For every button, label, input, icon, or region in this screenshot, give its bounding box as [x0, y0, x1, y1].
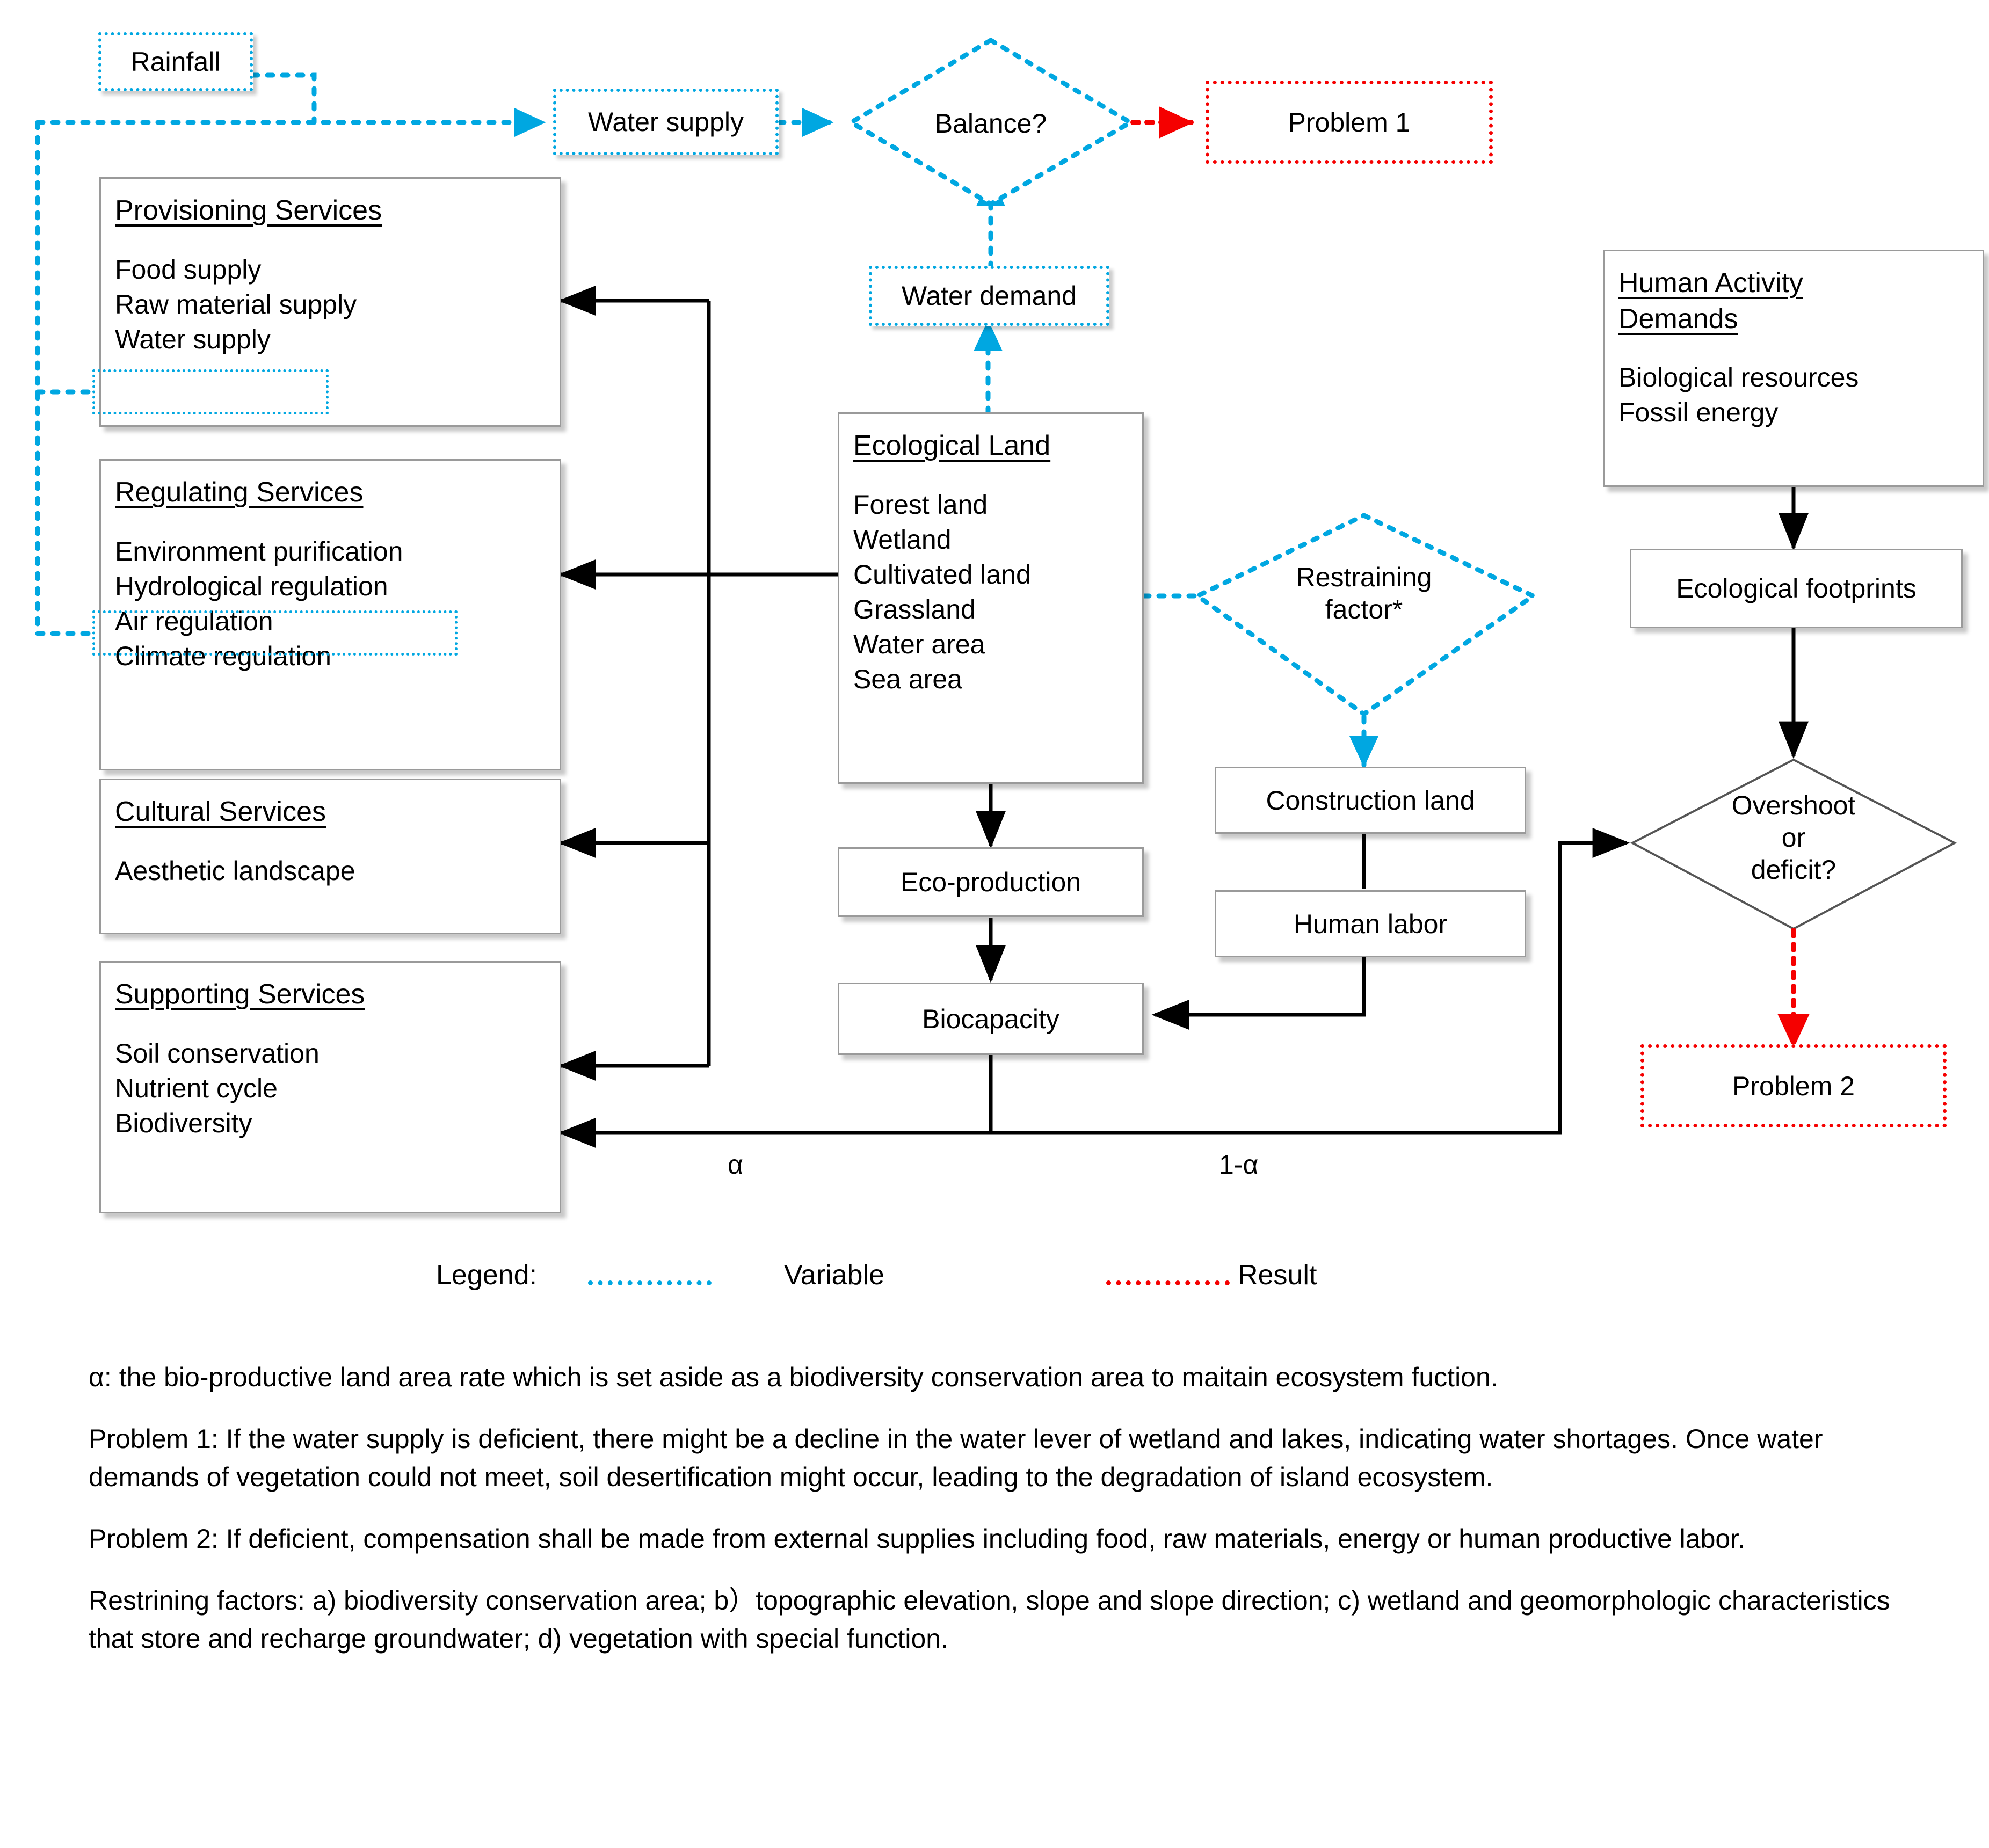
list-item: Biological resources	[1618, 362, 1859, 393]
node-water-supply-flow[interactable]: Water supply	[553, 89, 779, 155]
group-ecological-land-title: Ecological Land	[853, 430, 1051, 461]
node-construction-land-label: Construction land	[1266, 785, 1475, 816]
group-supporting-services[interactable]: Supporting Services Soil conservation Nu…	[99, 961, 561, 1213]
wire-rainfall-down	[250, 72, 317, 125]
list-item: Soil conservation	[115, 1038, 320, 1068]
node-problem-1-label: Problem 1	[1288, 107, 1411, 137]
group-regulating-services[interactable]: Regulating Services Environment purifica…	[99, 459, 561, 770]
list-item: Climate regulation	[115, 641, 331, 671]
legend-entry-result: Result	[1238, 1260, 1317, 1291]
group-human-activity-title: Human Activity Demands	[1618, 265, 1803, 337]
group-regulating-title: Regulating Services	[115, 477, 364, 508]
node-balance-label: Balance?	[934, 108, 1047, 139]
group-provisioning-list: Food supply Raw material supply Water su…	[115, 252, 560, 357]
node-problem-2-label: Problem 2	[1732, 1071, 1855, 1101]
list-item: Fossil energy	[1618, 397, 1779, 428]
node-ecological-footprints[interactable]: Ecological footprints	[1630, 549, 1963, 628]
edge-label-alpha: α	[728, 1149, 743, 1180]
node-water-demand-label: Water demand	[901, 281, 1077, 311]
node-rainfall[interactable]: Rainfall	[98, 32, 253, 91]
node-eco-production[interactable]: Eco-production	[838, 847, 1144, 917]
note-problem-2: Problem 2: If deficient, compensation sh…	[89, 1524, 1745, 1554]
group-human-activity-demands[interactable]: Human Activity Demands Biological resour…	[1603, 250, 1984, 487]
group-supporting-title: Supporting Services	[115, 979, 365, 1010]
group-cultural-title: Cultural Services	[115, 796, 326, 827]
group-human-activity-title-line1: Human Activity	[1618, 267, 1803, 299]
list-item: Food supply	[115, 254, 262, 285]
group-regulating-list: Environment purification Hydrological re…	[115, 534, 560, 674]
list-item: Sea area	[853, 664, 962, 694]
legend-swatch-variable	[588, 1280, 712, 1285]
list-item: Biodiversity	[115, 1108, 252, 1138]
list-item-highlighted: Hydrological regulation	[115, 571, 388, 601]
node-biocapacity-label: Biocapacity	[922, 1003, 1059, 1034]
wire-alpha-to-supporting	[558, 1055, 993, 1148]
note-problem-1: Problem 1: If the water supply is defici…	[89, 1424, 1823, 1492]
node-water-supply-flow-label: Water supply	[588, 107, 744, 137]
node-restraining-factor-label: Restraining factor*	[1296, 562, 1432, 624]
list-item: Cultivated land	[853, 559, 1031, 590]
note-restraining-factors: Restrining factors: a) biodiversity cons…	[89, 1585, 1890, 1654]
list-item: Aesthetic landscape	[115, 855, 355, 886]
group-human-activity-list: Biological resources Fossil energy	[1618, 360, 1983, 430]
group-cultural-services[interactable]: Cultural Services Aesthetic landscape	[99, 779, 561, 934]
group-provisioning-title: Provisioning Services	[115, 195, 382, 226]
group-cultural-list: Aesthetic landscape	[115, 854, 560, 889]
group-provisioning-services[interactable]: Provisioning Services Food supply Raw ma…	[99, 177, 561, 427]
list-item: Nutrient cycle	[115, 1073, 278, 1103]
legend-label: Legend:	[436, 1260, 537, 1291]
list-item: Water area	[853, 629, 985, 659]
legend-swatch-result	[1106, 1280, 1230, 1285]
list-item: Wetland	[853, 524, 952, 555]
wire-humanlabor-to-biocapacity	[1151, 957, 1366, 1030]
note-alpha: α: the bio-productive land area rate whi…	[89, 1362, 1498, 1392]
list-item: Grassland	[853, 594, 976, 624]
node-human-labor-label: Human labor	[1293, 908, 1448, 939]
list-item: Raw material supply	[115, 289, 357, 319]
node-problem-2[interactable]: Problem 2	[1640, 1044, 1947, 1127]
node-problem-1[interactable]: Problem 1	[1206, 81, 1493, 164]
node-ecological-footprints-label: Ecological footprints	[1676, 573, 1917, 603]
list-item-highlighted: Water supply	[115, 324, 271, 354]
list-item: Environment purification	[115, 536, 403, 566]
node-human-labor[interactable]: Human labor	[1215, 890, 1526, 957]
footnotes: α: the bio-productive land area rate whi…	[89, 1358, 1936, 1682]
legend-entry-variable: Variable	[784, 1260, 884, 1291]
group-ecological-land[interactable]: Ecological Land Forest land Wetland Cult…	[838, 412, 1144, 784]
list-item: Forest land	[853, 489, 988, 520]
group-ecological-land-list: Forest land Wetland Cultivated land Gras…	[853, 488, 1142, 697]
node-overshoot-label: Overshoot or deficit?	[1731, 790, 1856, 885]
list-item: Air regulation	[115, 606, 273, 636]
node-biocapacity[interactable]: Biocapacity	[838, 983, 1144, 1055]
node-construction-land[interactable]: Construction land	[1215, 767, 1526, 834]
group-human-activity-title-line2: Demands	[1618, 303, 1738, 334]
node-eco-production-label: Eco-production	[900, 867, 1081, 897]
node-water-demand[interactable]: Water demand	[869, 266, 1109, 326]
group-supporting-list: Soil conservation Nutrient cycle Biodive…	[115, 1036, 560, 1141]
node-rainfall-label: Rainfall	[130, 47, 221, 77]
edge-label-one-minus-alpha: 1-α	[1219, 1149, 1259, 1180]
